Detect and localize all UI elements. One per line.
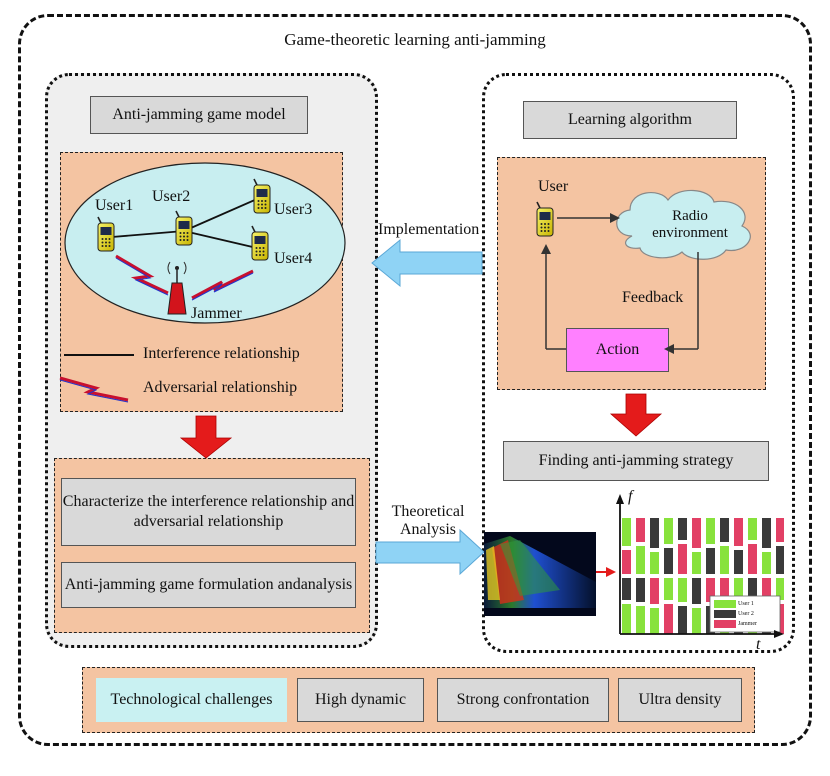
- label-feedback: Feedback: [622, 289, 684, 306]
- strategy-box: Finding anti-jamming strategy: [503, 441, 769, 481]
- radio-environment-cloud-icon: [616, 189, 751, 260]
- spectrum-image: [484, 532, 596, 616]
- challenge-high-dynamic: High dynamic: [297, 678, 424, 722]
- band-column-6: [692, 518, 701, 634]
- label-user4: User4: [274, 250, 313, 267]
- label-user1: User1: [95, 197, 134, 214]
- interference-lines: [111, 198, 258, 249]
- learning-header: Learning algorithm: [523, 101, 737, 139]
- formulation-box: Anti-jamming game formulation andanalysi…: [61, 562, 356, 608]
- network-ellipse: [64, 162, 346, 324]
- adversarial-zigzag-left-icon: [115, 254, 169, 295]
- chart-legend-user2: User 2: [738, 611, 754, 617]
- chart-axis-t: t: [756, 636, 761, 653]
- arrow-to-radio-icon: [610, 213, 620, 223]
- jammer-icon: [167, 261, 187, 315]
- adversarial-zigzag-left-outline: [115, 257, 169, 296]
- band-column-1: [622, 518, 631, 634]
- adversarial-zigzag-right-outline: [191, 272, 254, 301]
- outer-frame: [18, 14, 812, 746]
- chart-legend-labels: User 1 User 2 Jammer: [738, 599, 757, 629]
- red-arrow-down-right: [609, 393, 663, 437]
- label-user3: User3: [274, 201, 313, 218]
- challenge-strong-confrontation: Strong confrontation: [437, 678, 609, 722]
- chart-legend-jammer: Jammer: [738, 621, 757, 627]
- challenge-ultra-density: Ultra density: [618, 678, 742, 722]
- diagram-title: Game-theoretic learning anti-jamming: [284, 30, 546, 49]
- arrow-to-action-icon: [664, 344, 674, 354]
- legend-adversarial-label: Adversarial relationship: [143, 379, 298, 396]
- game-model-header: Anti-jamming game model: [90, 96, 308, 134]
- chart-legend-user1: User 1: [738, 601, 754, 607]
- band-column-3: [650, 518, 659, 634]
- chart-axis-f: f: [628, 488, 633, 505]
- red-arrow-down-left: [179, 415, 233, 459]
- label-radio-environment: Radio environment: [652, 208, 728, 242]
- label-learning-user: User: [538, 178, 569, 195]
- challenges-label: Technological challenges: [96, 678, 287, 722]
- label-analysis: Analysis: [400, 521, 456, 539]
- loop-connectors: [545, 217, 699, 350]
- action-box: Action: [566, 328, 669, 372]
- label-theoretical: Theoretical: [391, 503, 465, 520]
- band-column-2: [636, 518, 645, 634]
- label-theoretical-analysis: Theoretical Analysis: [378, 503, 478, 540]
- legend-adversarial-zigzag-icon: [59, 376, 129, 402]
- frequency-time-chart: [622, 518, 784, 634]
- band-column-4: [664, 518, 673, 634]
- characterize-box: Characterize the interference relationsh…: [61, 478, 356, 546]
- chart-legend: [709, 595, 781, 633]
- label-user2: User2: [152, 188, 191, 205]
- label-implementation: Implementation: [378, 221, 480, 238]
- arrow-to-user-icon: [541, 244, 551, 254]
- band-column-5: [678, 518, 687, 634]
- theoretical-analysis-arrow-icon: [375, 528, 485, 576]
- implementation-arrow-icon: [371, 238, 483, 288]
- legend-interference-label: Interference relationship: [143, 345, 300, 362]
- learning-user-phone-icon: [536, 201, 554, 237]
- label-jammer: Jammer: [191, 305, 242, 322]
